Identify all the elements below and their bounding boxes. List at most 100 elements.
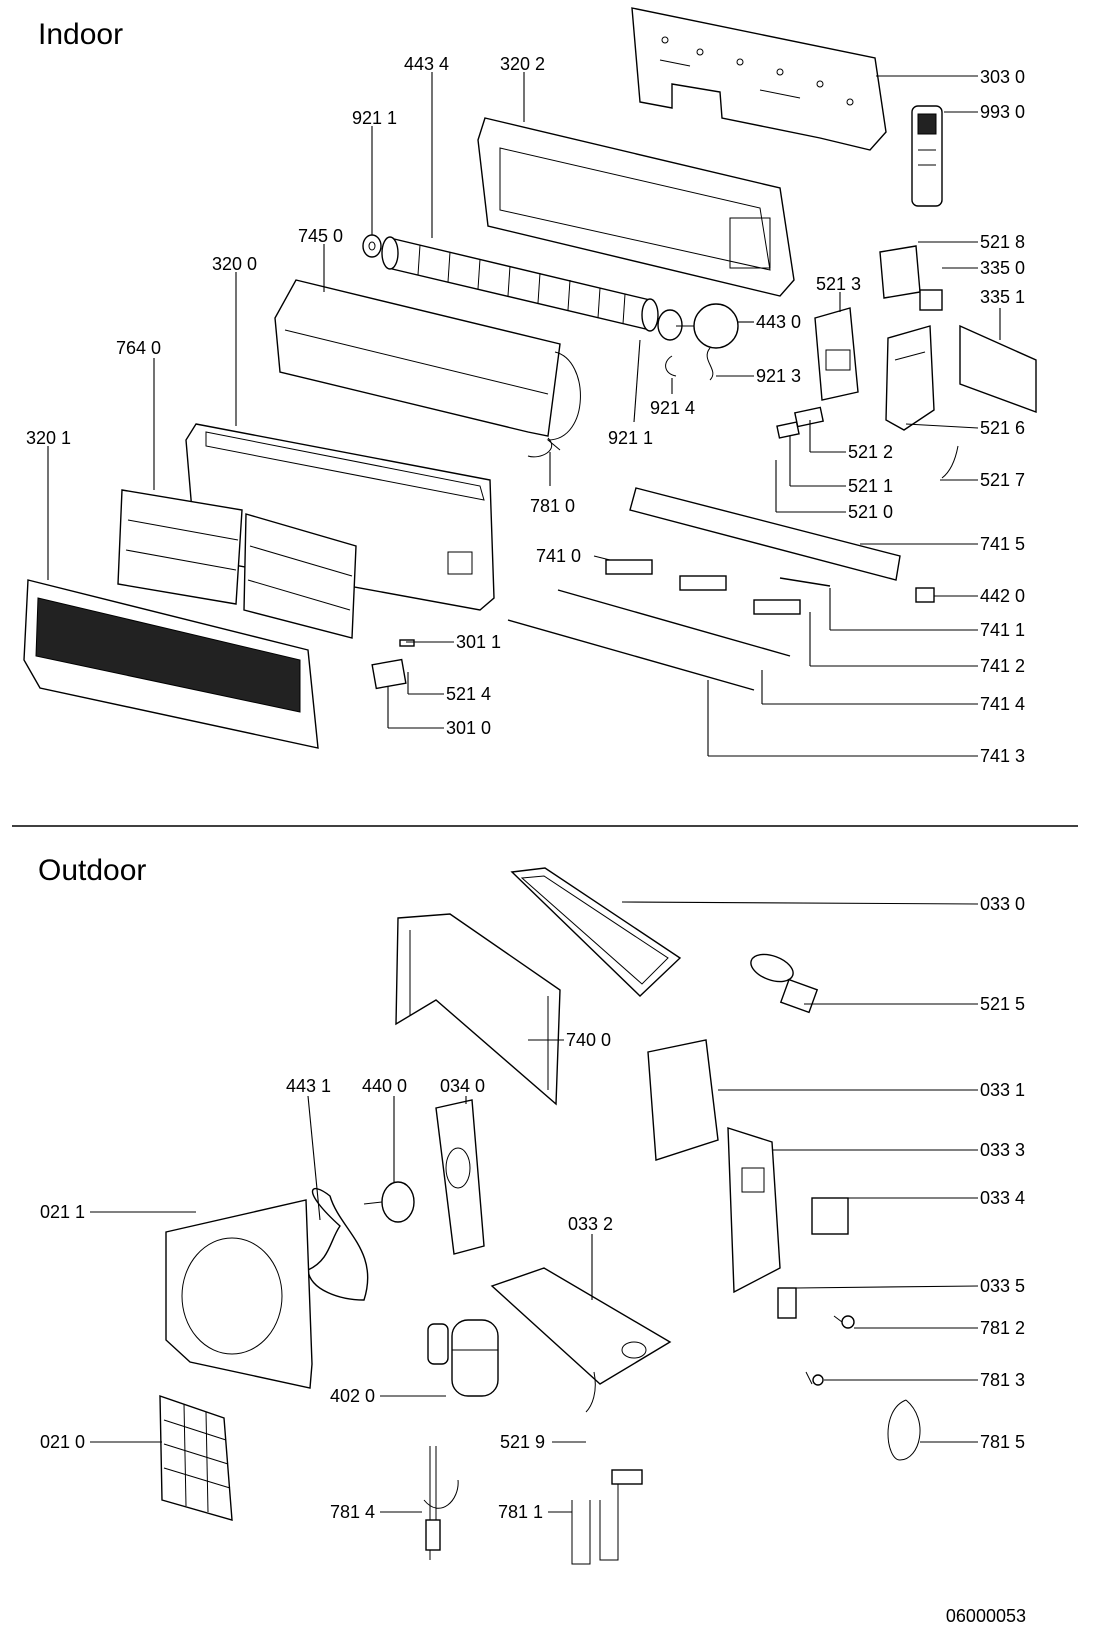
label-921-3: 921 3 (756, 366, 801, 386)
indoor-leader-lines (47, 72, 1001, 757)
label-033-0: 033 0 (980, 894, 1025, 914)
mounting-plate (631, 7, 887, 151)
bushing-motor-side (657, 309, 683, 341)
remote-control (911, 105, 943, 207)
compressor (427, 1319, 499, 1397)
right-panel (727, 1127, 781, 1294)
label-335-1: 335 1 (980, 287, 1025, 307)
label-993-0: 993 0 (980, 102, 1025, 122)
label-781-0: 781 0 (530, 496, 575, 516)
label-301-1: 301 1 (456, 632, 501, 652)
evaporator-coil (274, 279, 581, 451)
service-valve-small (805, 1371, 824, 1386)
outdoor-sensor (585, 1371, 596, 1413)
electrical-box (885, 325, 935, 431)
label-443-4: 443 4 (404, 54, 449, 74)
label-442-0: 442 0 (980, 586, 1025, 606)
label-320-0: 320 0 (212, 254, 257, 274)
label-781-2: 781 2 (980, 1318, 1025, 1338)
crossflow-fan (381, 236, 659, 332)
label-443-0: 443 0 (756, 312, 801, 332)
label-033-4: 033 4 (980, 1188, 1025, 1208)
outdoor-front-frame (165, 1199, 313, 1389)
service-cover (811, 1197, 849, 1235)
label-021-1: 021 1 (40, 1202, 85, 1222)
label-741-1: 741 1 (980, 620, 1025, 640)
transformer (919, 289, 943, 311)
label-301-0: 301 0 (446, 718, 491, 738)
label-521-8: 521 8 (980, 232, 1025, 252)
axial-fan (307, 1187, 369, 1301)
drain-pan (629, 487, 901, 581)
fan-grille (159, 1395, 233, 1521)
label-521-0: 521 0 (848, 502, 893, 522)
air-filter (117, 489, 357, 639)
top-cover (510, 867, 682, 997)
horizontal-vane (507, 619, 755, 691)
label-033-2: 033 2 (568, 1214, 613, 1234)
label-521-9: 521 9 (500, 1432, 545, 1452)
label-402-0: 402 0 (330, 1386, 375, 1406)
indoor-pipe (527, 437, 553, 458)
label-741-5: 741 5 (980, 534, 1025, 554)
room-sensor (941, 445, 959, 479)
label-740-0: 740 0 (566, 1030, 611, 1050)
capillary-tube (887, 1399, 921, 1461)
display-lens (399, 639, 415, 647)
label-921-1-b: 921 1 (608, 428, 653, 448)
label-303-0: 303 0 (980, 67, 1025, 87)
label-781-4: 781 4 (330, 1502, 375, 1522)
label-781-3: 781 3 (980, 1370, 1025, 1390)
outdoor-section-title: Outdoor (38, 854, 146, 887)
partition-plate (435, 1099, 485, 1255)
base-pan (490, 1267, 672, 1385)
label-320-2: 320 2 (500, 54, 545, 74)
front-panel (23, 579, 319, 749)
link-rod (779, 577, 831, 587)
label-521-6: 521 6 (980, 418, 1025, 438)
indoor-section-title: Indoor (38, 18, 123, 51)
outdoor-fan-motor (363, 1181, 415, 1223)
label-320-1: 320 1 (26, 428, 71, 448)
label-921-1-a: 921 1 (352, 108, 397, 128)
label-443-1: 443 1 (286, 1076, 331, 1096)
label-521-1: 521 1 (848, 476, 893, 496)
label-781-5: 781 5 (980, 1432, 1025, 1452)
capacitor (750, 953, 819, 1014)
service-valve (833, 1315, 855, 1329)
label-033-3: 033 3 (980, 1140, 1025, 1160)
label-741-4: 741 4 (980, 694, 1025, 714)
motor-clip (665, 355, 677, 377)
rear-chassis (477, 117, 795, 297)
box-cover (959, 324, 1037, 414)
terminal-block (793, 406, 825, 428)
drawing-reference-code: 06000053 (946, 1606, 1026, 1626)
label-521-5: 521 5 (980, 994, 1025, 1014)
label-021-0: 021 0 (40, 1432, 85, 1452)
label-741-2: 741 2 (980, 656, 1025, 676)
fan-motor (676, 303, 739, 381)
step-motor (915, 587, 935, 603)
bushing-small (362, 234, 382, 258)
label-440-0: 440 0 (362, 1076, 407, 1096)
four-way-valve (423, 1446, 459, 1560)
label-521-7: 521 7 (980, 470, 1025, 490)
outdoor-leader-lines (90, 901, 979, 1513)
wiring-label (879, 245, 921, 299)
label-521-2: 521 2 (848, 442, 893, 462)
label-033-5: 033 5 (980, 1276, 1025, 1296)
pipe-assembly (571, 1469, 643, 1565)
label-741-0: 741 0 (536, 546, 581, 566)
label-033-1: 033 1 (980, 1080, 1025, 1100)
side-panel (647, 1039, 719, 1161)
control-box (814, 307, 859, 401)
louver-link (557, 589, 791, 657)
louver-blades (605, 559, 801, 615)
label-034-0: 034 0 (440, 1076, 485, 1096)
label-764-0: 764 0 (116, 338, 161, 358)
receiver-board (776, 421, 800, 439)
label-521-4: 521 4 (446, 684, 491, 704)
terminal-cover (777, 1287, 797, 1319)
label-521-3: 521 3 (816, 274, 861, 294)
